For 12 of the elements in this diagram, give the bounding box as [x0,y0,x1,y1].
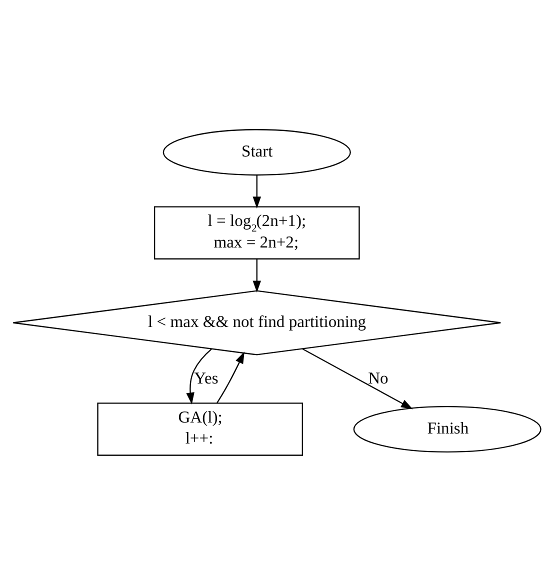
arrow [302,348,413,409]
edge-label: No [368,368,388,387]
node-box: l = log$_{2}$(2n+1); max = 2n+2; [154,206,360,259]
node-box: GA(l); l++: [97,402,304,456]
node-ellipse: Start [162,128,351,176]
edge-label: Yes [194,368,218,387]
node-ellipse: Finish [353,405,542,452]
arrow [216,351,244,403]
arrow [252,258,262,292]
arrow [252,174,262,208]
arrow [186,348,212,404]
node-diamond: l < max && not find partitioning [12,290,502,355]
